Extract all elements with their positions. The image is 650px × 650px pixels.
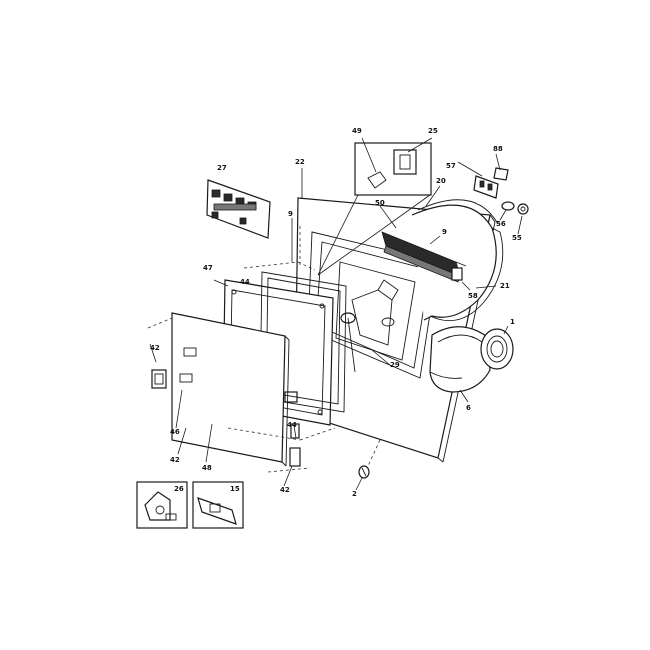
callout-50: 50: [375, 199, 385, 207]
screw: [358, 465, 370, 479]
outer-door: [171, 312, 290, 467]
callout-57: 57: [446, 162, 456, 170]
callout-49: 49: [352, 127, 362, 135]
heater-strip: [381, 231, 467, 283]
callout-9-heater: 9: [442, 228, 447, 236]
callout-2: 2: [352, 490, 357, 498]
callout-55: 55: [512, 234, 522, 242]
callout-labels: 22 27 49 25 57 88 20 50 9 56 55 9 58 21 …: [150, 127, 522, 498]
blower-housing: [429, 326, 514, 393]
callout-88: 88: [493, 145, 503, 153]
callout-22: 22: [295, 158, 305, 166]
callout-9-panel: 9: [288, 210, 293, 218]
inset-box-26: [136, 481, 188, 529]
lint-duct: [340, 279, 399, 373]
callout-6: 6: [466, 404, 471, 412]
callout-58: 58: [468, 292, 478, 300]
inset-box-15: [192, 481, 244, 529]
callout-56: 56: [496, 220, 506, 228]
leader-lines: [149, 137, 523, 491]
callout-29: 29: [390, 361, 400, 369]
callout-44-upper: 44: [240, 278, 250, 286]
thermostat-parts: [473, 167, 529, 215]
assembly-lines: [147, 226, 381, 473]
switch-detail-box: [317, 142, 432, 276]
callout-25: 25: [428, 127, 438, 135]
callout-20: 20: [436, 177, 446, 185]
callout-26: 26: [174, 485, 184, 493]
callout-15: 15: [230, 485, 240, 493]
callout-42-bottom: 42: [280, 486, 290, 494]
control-overlay: [206, 179, 271, 239]
callout-44-lower: 44: [287, 421, 297, 429]
callout-47: 47: [203, 264, 213, 272]
callout-27: 27: [217, 164, 227, 172]
callout-1: 1: [510, 318, 515, 326]
callout-21: 21: [500, 282, 510, 290]
callout-42-left: 42: [150, 344, 160, 352]
callout-42-mid: 42: [170, 456, 180, 464]
callout-48: 48: [202, 464, 212, 472]
callout-46: 46: [170, 428, 180, 436]
